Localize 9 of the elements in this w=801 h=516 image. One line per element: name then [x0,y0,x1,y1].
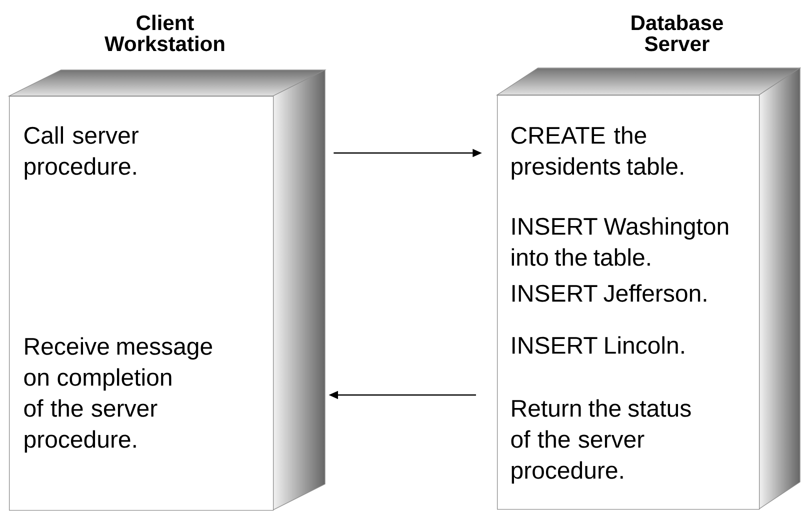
step-text: INSERT Jefferson. [512,284,706,302]
step-text: Return the status of the server procedure. [511,399,691,484]
step-text: CREATE the presidents table. [511,126,683,180]
box-heading: Client Workstation [104,14,224,52]
step-text: Receive message on completion of the server procedure. [24,337,212,453]
step-text: Call server procedure. [24,126,138,180]
box-heading: Database Server [632,14,723,52]
step-text: INSERT Washington into the table. [512,217,728,266]
step-text: INSERT Lincoln. [512,336,684,354]
